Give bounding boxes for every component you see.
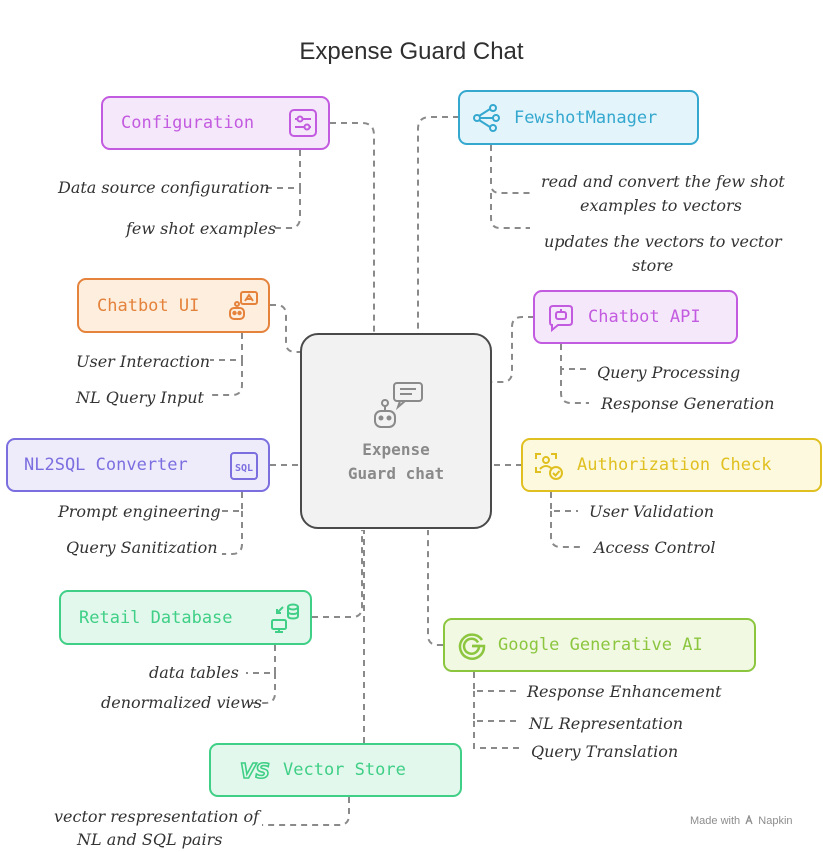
- chatbot-ui-label: Chatbot UI: [97, 295, 200, 316]
- fewshot-note-4: store: [632, 256, 674, 275]
- user-check-icon: [532, 449, 566, 483]
- fewshot-note-3: updates the vectors to vector: [544, 232, 782, 251]
- robot-chat-icon: [226, 289, 260, 323]
- center-title-line2: Guard chat: [347, 464, 445, 483]
- made-with-footer: Made with Napkin: [690, 814, 793, 827]
- configuration-node: Configuration: [101, 96, 330, 150]
- chatbot-ui-note-2: NL Query Input: [76, 388, 204, 407]
- chatbot-api-note-2: Response Generation: [601, 394, 775, 413]
- authorization-check-label: Authorization Check: [577, 455, 772, 475]
- vector-store-label: Vector Store: [283, 760, 406, 780]
- vector-store-note-1: vector respresentation of: [54, 807, 260, 826]
- vector-store-node: VS Vector Store: [209, 743, 462, 797]
- authorization-check-node: Authorization Check: [521, 438, 822, 492]
- chatbot-ui-note-1: User Interaction: [76, 352, 211, 371]
- center-title-line1: Expense: [362, 440, 430, 459]
- google-ai-note-3: Query Translation: [531, 742, 679, 761]
- google-generative-ai-label: Google Generative AI: [498, 635, 703, 655]
- configuration-note-2: few shot examples: [126, 219, 277, 238]
- google-icon: [455, 629, 489, 663]
- chatbot-api-label: Chatbot API: [588, 307, 701, 327]
- nl2sql-converter-label: NL2SQL Converter: [24, 455, 188, 475]
- nl2sql-converter-node: NL2SQL Converter SQL: [6, 438, 270, 492]
- vector-store-note-2: NL and SQL pairs: [77, 830, 223, 849]
- sliders-icon: [287, 107, 319, 139]
- napkin-logo-icon: [745, 814, 753, 825]
- made-with-text: Made with: [690, 815, 741, 827]
- svg-text:SQL: SQL: [235, 463, 253, 474]
- fewshot-note-1: read and convert the few shot: [541, 172, 785, 191]
- vs-icon: VS: [237, 755, 273, 787]
- configuration-label: Configuration: [121, 113, 255, 133]
- fewshot-manager-label: FewshotManager: [514, 107, 658, 128]
- chatbot-api-note-1: Query Processing: [597, 363, 741, 382]
- chatbot-ui-node: Chatbot UI: [77, 278, 270, 333]
- retail-database-node: Retail Database: [59, 590, 312, 645]
- sql-icon: SQL: [228, 450, 260, 482]
- napkin-brand-text: Napkin: [758, 815, 793, 827]
- nl2sql-note-2: Query Sanitization: [66, 538, 218, 557]
- google-generative-ai-node: Google Generative AI: [443, 618, 756, 672]
- retail-database-note-1: data tables: [149, 663, 239, 682]
- chatbot-robot-icon: [368, 379, 428, 435]
- fewshot-note-2: examples to vectors: [580, 196, 742, 215]
- retail-database-note-2: denormalized views: [101, 693, 262, 712]
- center-node: Expense Guard chat: [300, 333, 492, 529]
- message-bot-icon: [545, 302, 577, 334]
- svg-text:VS: VS: [240, 759, 270, 783]
- configuration-note-1: Data source configuration: [58, 178, 270, 197]
- network-icon: [470, 102, 502, 134]
- chatbot-api-node: Chatbot API: [533, 290, 738, 344]
- authorization-note-2: Access Control: [594, 538, 716, 557]
- fewshot-manager-node: FewshotManager: [458, 90, 699, 145]
- authorization-note-1: User Validation: [589, 502, 715, 521]
- retail-database-label: Retail Database: [79, 607, 233, 628]
- google-ai-note-1: Response Enhancement: [527, 682, 722, 701]
- diagram-title: Expense Guard Chat: [299, 38, 524, 65]
- google-ai-note-2: NL Representation: [529, 714, 684, 733]
- nl2sql-note-1: Prompt engineering: [58, 502, 221, 521]
- database-transfer-icon: [268, 601, 302, 635]
